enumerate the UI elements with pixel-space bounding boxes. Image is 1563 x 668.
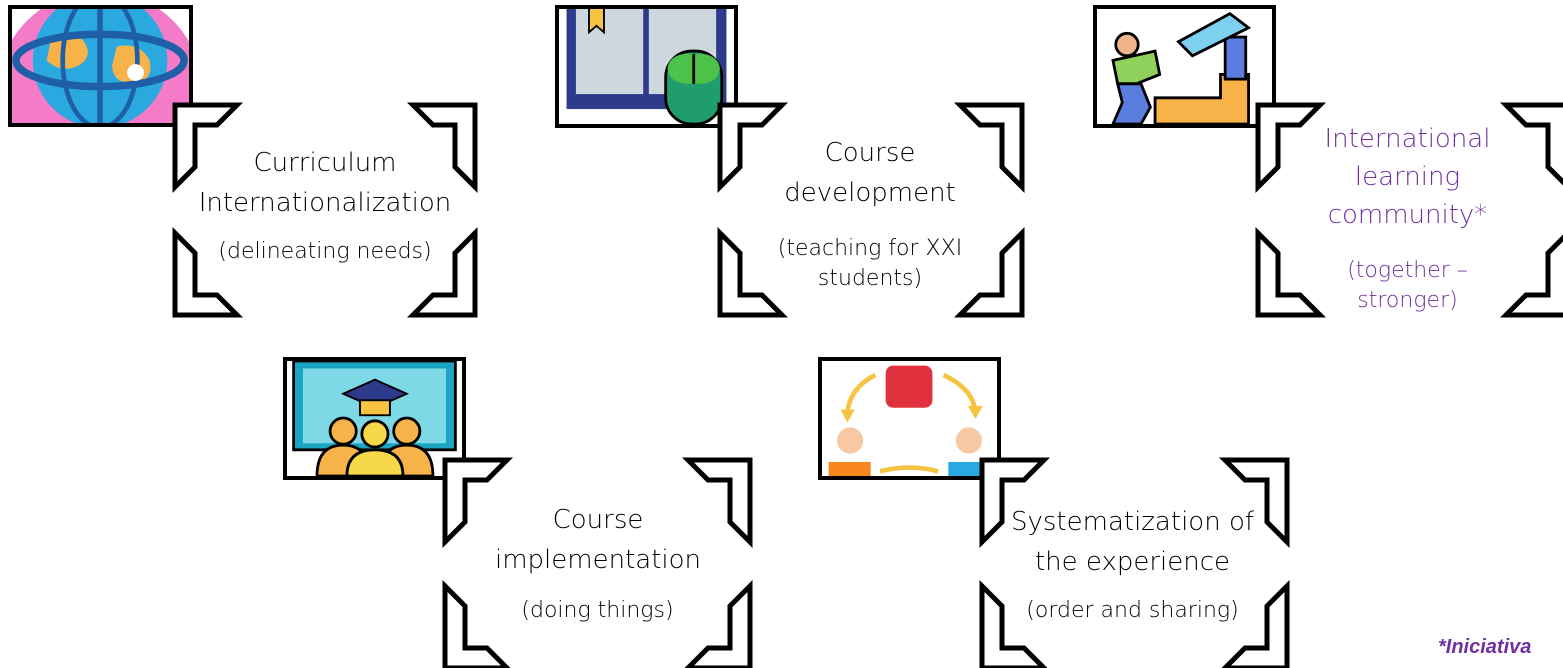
step-title: Course development [784,138,956,208]
step-bracket-frame [717,102,1025,318]
step-subtitle: (delineating needs) [218,239,432,264]
footnote: *Iniciativa [1438,636,1532,658]
step-subtitle: (doing things) [521,598,674,623]
step-title: Curriculum Internationalization [198,148,452,218]
step-subtitle: (order and sharing) [1026,598,1239,623]
helping-hand-icon [1093,5,1276,128]
step-bracket-frame [442,457,753,668]
graduation-class-icon [283,357,466,480]
step-bracket-frame [979,457,1290,668]
step-bracket-frame [172,102,478,318]
step-title: International learning community* [1324,124,1491,230]
globe-icon [8,5,193,127]
step-bracket-frame [1255,102,1563,318]
step-subtitle: (together – stronger) [1347,258,1468,313]
step-title: Course implementation [494,505,701,575]
step-title: Systematization of the experience [1010,507,1254,577]
step-subtitle: (teaching for XXI students) [777,236,963,291]
book-mouse-icon [555,5,738,128]
team-cycle-icon [818,357,1001,480]
